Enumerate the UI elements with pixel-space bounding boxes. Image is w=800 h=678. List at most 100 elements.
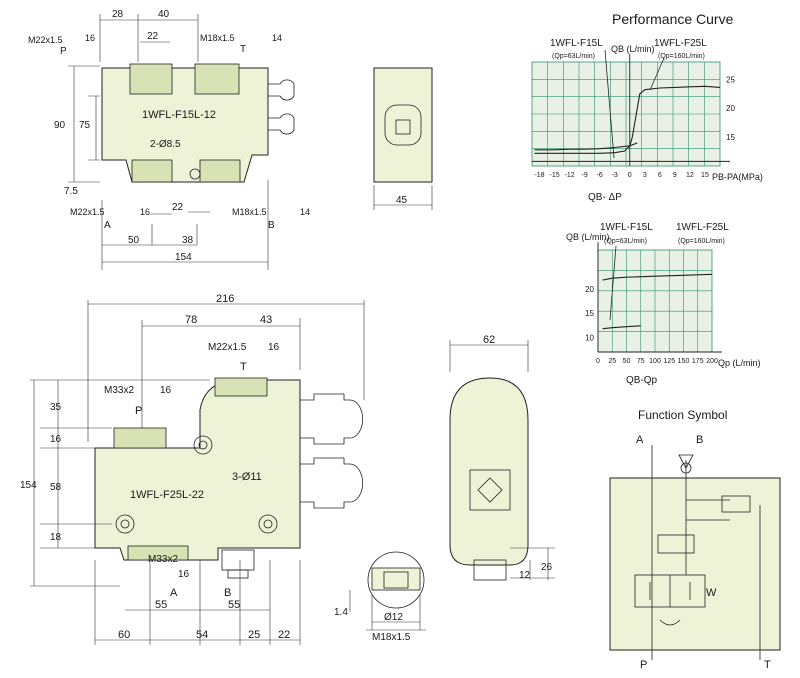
small-valve-front-view: 28 40 22 90 75 7.5 16 16 22 50 38 154 14… — [28, 9, 310, 270]
x-tick-label: 25 — [608, 358, 616, 365]
x-tick-label: 175 — [692, 358, 704, 365]
dim-60: 60 — [118, 629, 130, 641]
chart-caption-2: QB-Qp — [626, 375, 658, 386]
dim-154: 154 — [175, 252, 192, 263]
port-p: P — [60, 46, 67, 57]
dim-35: 35 — [50, 402, 62, 413]
dim-12: 12 — [519, 570, 531, 581]
thread-t-large: M22x1.5 — [208, 342, 247, 353]
symbol-port-a: A — [636, 434, 644, 446]
y-axis-label: QB (L/min) — [611, 44, 655, 54]
y-tick-label: 20 — [726, 104, 735, 113]
port-t-large: T — [240, 361, 247, 373]
dim-216: 216 — [216, 293, 234, 305]
dim-45: 45 — [396, 195, 408, 206]
thread-bottom-large: M33x2 — [148, 554, 178, 565]
series-note-f15l: (Qp=63L/min) — [552, 53, 595, 60]
dim-phi12: Ø12 — [384, 612, 403, 623]
port-t: T — [240, 44, 246, 55]
x-tick-label: 100 — [649, 358, 661, 365]
leader-f15l — [604, 49, 615, 159]
function-symbol: A B P T W — [609, 434, 781, 671]
x-tick-label: 0 — [628, 172, 632, 179]
dim-28: 28 — [112, 9, 124, 20]
series-note-f15l-2: (Qp=63L/min) — [604, 238, 647, 245]
y-tick-label: 15 — [726, 133, 735, 142]
port-a-large: A — [170, 587, 178, 599]
thread-p-label: M22x1.5 — [28, 35, 63, 45]
dim-22-bottom: 22 — [172, 202, 184, 213]
symbol-port-t: T — [764, 659, 771, 671]
dim-14-top: 14 — [272, 33, 282, 43]
series-note-f25l-2: (Qp=160L/min) — [678, 238, 725, 245]
y-tick-label: 25 — [726, 75, 735, 84]
port-b-large: B — [224, 587, 231, 599]
large-valve-front-view: 216 78 43 35 16 58 18 154 16 16 16 55 55… — [20, 293, 365, 645]
dim-54: 54 — [196, 629, 208, 641]
x-tick-label: 12 — [686, 172, 694, 179]
dim-38: 38 — [182, 235, 194, 246]
dim-16-bottom-port: 16 — [178, 569, 190, 580]
x-tick-label: -6 — [597, 172, 603, 179]
x-tick-label: 150 — [678, 358, 690, 365]
dim-43: 43 — [260, 314, 272, 326]
x-tick-label: 0 — [596, 358, 600, 365]
y-tick-label: 10 — [585, 333, 594, 342]
symbol-port-b: B — [696, 434, 703, 446]
chart-caption: QB- ΔP — [588, 192, 622, 203]
x-tick-label: -3 — [612, 172, 618, 179]
dim-55-right: 55 — [228, 599, 240, 611]
thread-a-label: M22x1.5 — [70, 207, 105, 217]
leader-f15l-2 — [609, 245, 617, 321]
y-tick-label: 15 — [585, 309, 594, 318]
port-p-large: P — [135, 405, 142, 417]
dim-58: 58 — [50, 482, 62, 493]
dim-25: 25 — [248, 629, 260, 641]
series-line-f25l — [534, 85, 721, 154]
large-valve-side-view: 62 12 26 — [449, 334, 555, 581]
x-tick-label: 3 — [643, 172, 647, 179]
thread-t-label: M18x1.5 — [200, 33, 235, 43]
x-tick-label: 15 — [701, 172, 709, 179]
dim-55-left: 55 — [155, 599, 167, 611]
x-axis-label: PB-PA(MPa) — [712, 172, 763, 182]
x-tick-label: 50 — [623, 358, 631, 365]
dim-22: 22 — [147, 31, 159, 42]
dim-1-4: 1.4 — [334, 607, 348, 618]
x-tick-label: 75 — [637, 358, 645, 365]
dim-40: 40 — [158, 9, 170, 20]
dim-16-left: 16 — [50, 434, 62, 445]
x-tick-label: -15 — [549, 172, 559, 179]
dim-m18: M18x1.5 — [372, 632, 411, 643]
dim-22: 22 — [278, 629, 290, 641]
x-tick-label: 9 — [673, 172, 677, 179]
dim-18: 18 — [50, 532, 62, 543]
x-axis-label-2: Qp (L/min) — [718, 358, 761, 368]
x-tick-label: -18 — [534, 172, 544, 179]
small-valve-side-view: 45 — [373, 67, 433, 210]
performance-curve-title: Performance Curve — [612, 11, 734, 27]
y-axis-label-2: QB (L/min) — [566, 232, 610, 242]
series-line-f15l — [602, 325, 641, 330]
thread-p-large: M33x2 — [104, 385, 134, 396]
dim-90: 90 — [54, 120, 66, 131]
symbol-port-p: P — [640, 659, 647, 671]
series-note-f25l: (Qp=160L/min) — [658, 53, 705, 60]
x-tick-label: -12 — [565, 172, 575, 179]
port-a: A — [104, 220, 111, 231]
dim-26: 26 — [541, 562, 553, 573]
dim-75: 75 — [79, 120, 91, 131]
hole-spec-large: 3-Ø11 — [232, 471, 262, 483]
y-tick-label: 20 — [585, 285, 594, 294]
x-tick-label: 125 — [663, 358, 675, 365]
x-tick-label: 6 — [658, 172, 662, 179]
dim-16-p: 16 — [160, 385, 172, 396]
dim-16-bottom: 16 — [140, 207, 150, 217]
x-tick-label: -9 — [582, 172, 588, 179]
dim-7-5: 7.5 — [64, 186, 78, 197]
series-label-f25l-2: 1WFL-F25L — [676, 222, 729, 233]
